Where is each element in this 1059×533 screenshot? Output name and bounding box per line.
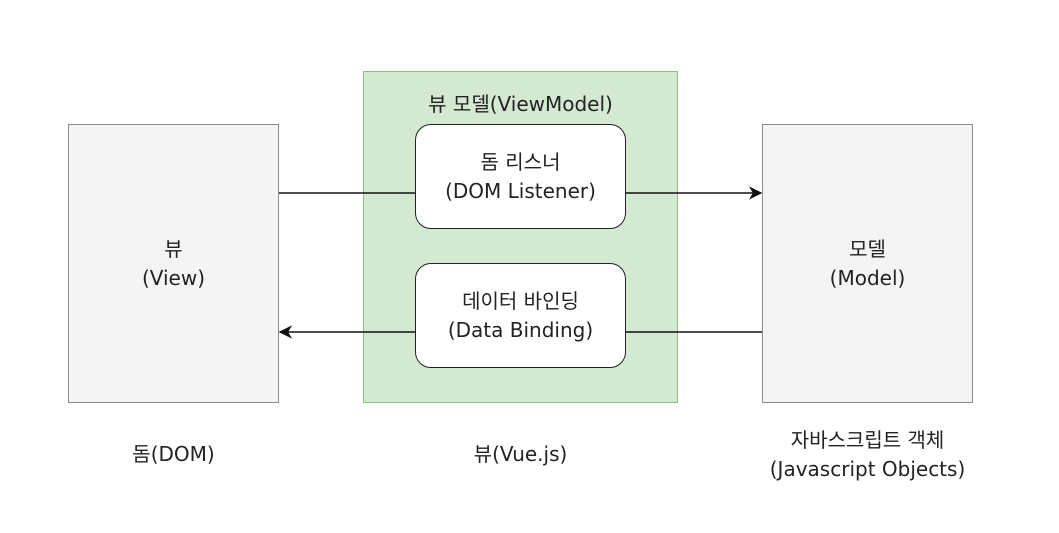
data-binding-box: 데이터 바인딩 (Data Binding) [415,263,626,368]
dom-listener-sublabel: (DOM Listener) [445,178,596,203]
view-label: 뷰 [164,236,183,261]
view-sublabel: (View) [141,265,206,290]
vue-caption: 뷰(Vue.js) [473,442,568,466]
data-binding-label: 데이터 바인딩 [462,288,579,313]
model-box: 모델 (Model) [762,124,973,403]
dom-caption: 돔(DOM) [132,442,215,466]
data-binding-sublabel: (Data Binding) [447,317,594,342]
dom-listener-box: 돔 리스너 (DOM Listener) [415,124,626,229]
model-label: 모델 [849,236,886,261]
viewmodel-title: 뷰 모델(ViewModel) [428,92,613,116]
model-sublabel: (Model) [829,265,906,290]
javascript-objects-caption-line2: (Javascript Objects) [769,457,966,481]
javascript-objects-caption: 자바스크립트 객체 (Javascript Objects) [732,426,1003,484]
dom-listener-label: 돔 리스너 [480,149,561,174]
javascript-objects-caption-line1: 자바스크립트 객체 [790,428,945,452]
view-box: 뷰 (View) [68,124,279,403]
